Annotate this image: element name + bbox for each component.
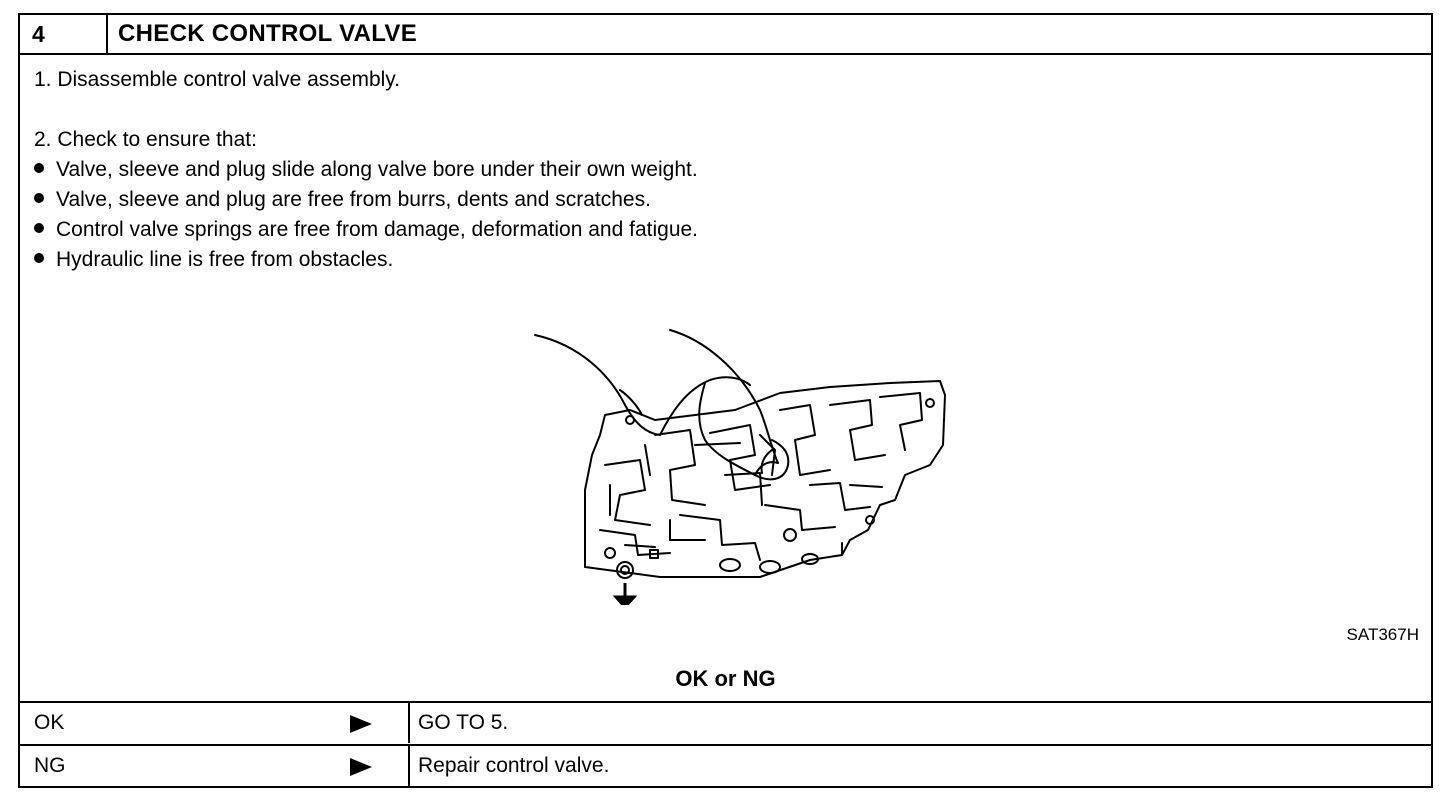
diagnostic-step-frame: 4 CHECK CONTROL VALVE 1. Disassemble con… [18,13,1433,788]
check-item-text: Valve, sleeve and plug slide along valve… [56,158,698,181]
check-item: Control valve springs are free from dama… [34,215,698,245]
instruction-step-2: 2. Check to ensure that: [34,128,257,151]
step-number: 4 [20,15,108,53]
arrow-right-icon [350,758,372,776]
result-row-ng: NG Repair control valve. [20,744,1431,786]
control-valve-illustration [534,329,946,605]
bullet-icon [34,253,44,264]
check-item: Valve, sleeve and plug are free from bur… [34,185,651,215]
check-item: Hydraulic line is free from obstacles. [34,245,393,275]
check-item-text: Valve, sleeve and plug are free from bur… [56,188,651,211]
result-label: NG [34,754,66,777]
result-label: OK [34,711,65,734]
result-row-ok: OK GO TO 5. [20,701,1431,743]
bullet-icon [34,223,44,234]
result-heading: OK or NG [675,666,776,691]
step-header: 4 CHECK CONTROL VALVE [20,15,1431,55]
column-divider [408,703,410,743]
result-action: Repair control valve. [418,754,610,777]
check-item-text: Hydraulic line is free from obstacles. [56,248,394,271]
instruction-step-1: 1. Disassemble control valve assembly. [34,68,401,91]
check-item: Valve, sleeve and plug slide along valve… [34,155,698,185]
check-item-text: Control valve springs are free from dama… [56,218,699,241]
step-title: CHECK CONTROL VALVE [118,20,418,47]
bullet-icon [34,193,44,204]
result-action: GO TO 5. [418,711,509,734]
bullet-icon [34,163,44,174]
arrow-right-icon [350,715,372,733]
figure-code: SAT367H [1346,625,1419,644]
column-divider [408,746,410,786]
